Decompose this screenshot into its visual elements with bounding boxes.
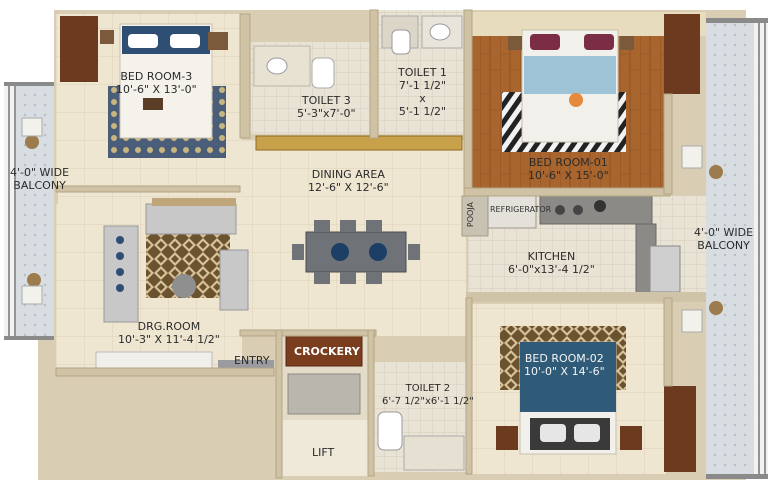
bed-room-01-dims: 10'-6" X 15'-0" — [528, 169, 609, 182]
toilet-2-dims: 6'-7 1/2"x6'-1 1/2" — [382, 396, 474, 407]
crockery-label: CROCKERY — [294, 345, 360, 358]
lift-label: LIFT — [312, 446, 335, 459]
toilet-3-label: TOILET 3 5'-3"x7'-0" — [297, 94, 356, 120]
bed-room-3-name: BED ROOM-3 — [120, 70, 193, 83]
right-balcony-name: BALCONY — [697, 239, 750, 252]
bed-room-3-label: BED ROOM-3 10'-6" X 13'-0" — [116, 70, 197, 96]
toilet-3-dims: 5'-3"x7'-0" — [297, 107, 356, 120]
left-balcony-label: 4'-0" WIDE BALCONY — [10, 166, 69, 192]
toilet-1-x: x — [419, 92, 426, 105]
kitchen-dims: 6'-0"x13'-4 1/2" — [508, 263, 595, 276]
dining-area-label: DINING AREA 12'-6" X 12'-6" — [308, 168, 389, 194]
entry-label: ENTRY — [234, 354, 270, 367]
kitchen-name: KITCHEN — [527, 250, 576, 263]
kitchen-label: KITCHEN 6'-0"x13'-4 1/2" — [508, 250, 595, 276]
pooja-label: POOJA — [466, 202, 475, 228]
left-balcony-width: 4'-0" WIDE — [10, 166, 70, 179]
bed-room-3-dims: 10'-6" X 13'-0" — [116, 83, 197, 96]
left-balcony-name: BALCONY — [13, 179, 66, 192]
bed-room-01-name: BED ROOM-01 — [528, 156, 608, 169]
toilet-1-dims-2: 5'-1 1/2" — [398, 105, 447, 118]
toilet-1-name: TOILET 1 — [398, 66, 447, 79]
toilet-1-dims-1: 7'-1 1/2" — [398, 79, 447, 92]
bed-room-02-dims: 10'-0" X 14'-6" — [524, 365, 605, 378]
refrigerator-label: REFRIGERATOR — [490, 205, 552, 214]
dining-area-name: DINING AREA — [311, 168, 385, 181]
bed-room-02-label: BED ROOM-02 10'-0" X 14'-6" — [524, 352, 605, 378]
bed-room-01-label: BED ROOM-01 10'-6" X 15'-0" — [528, 156, 609, 182]
toilet-1-label: TOILET 1 7'-1 1/2" x 5'-1 1/2" — [398, 66, 447, 118]
toilet-2-name: TOILET 2 — [405, 383, 451, 394]
dining-area-dims: 12'-6" X 12'-6" — [308, 181, 389, 194]
right-balcony-label: 4'-0" WIDE BALCONY — [694, 226, 753, 252]
toilet-2-label: TOILET 2 6'-7 1/2"x6'-1 1/2" — [382, 382, 474, 408]
bed-room-02-name: BED ROOM-02 — [524, 352, 604, 365]
drg-room-label: DRG.ROOM 10'-3" X 11'-4 1/2" — [118, 320, 220, 346]
toilet-3-name: TOILET 3 — [301, 94, 351, 107]
drg-room-name: DRG.ROOM — [137, 320, 201, 333]
drg-room-dims: 10'-3" X 11'-4 1/2" — [118, 333, 220, 346]
right-balcony-width: 4'-0" WIDE — [694, 226, 754, 239]
